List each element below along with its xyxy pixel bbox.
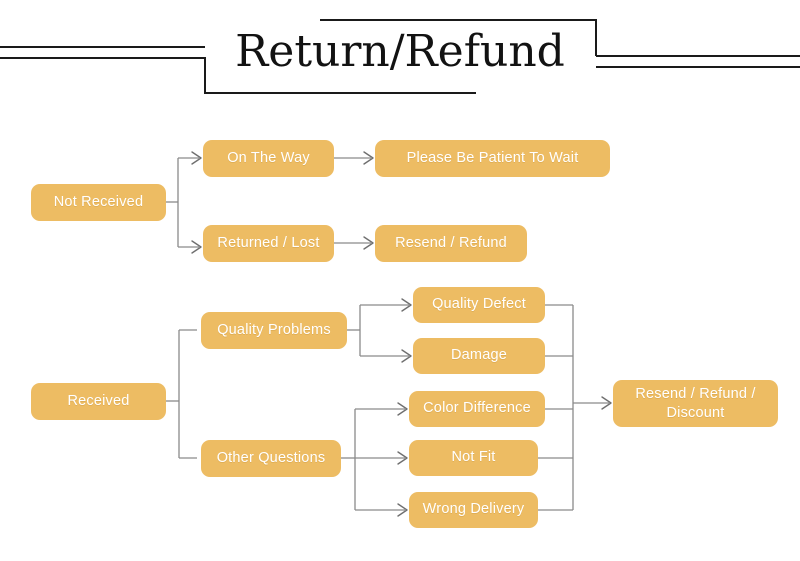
node-wrong-delivery[interactable]: Wrong Delivery bbox=[409, 492, 538, 528]
node-quality-problems[interactable]: Quality Problems bbox=[201, 312, 347, 349]
node-damage[interactable]: Damage bbox=[413, 338, 545, 374]
arrowhead-resend-refund bbox=[363, 236, 374, 250]
node-resend-refund-discount-line2: Discount bbox=[666, 404, 725, 421]
arrowhead-color-difference bbox=[397, 402, 408, 416]
arrowhead-returned-lost bbox=[191, 240, 202, 254]
arrowhead-resend-refund-discount bbox=[601, 396, 612, 410]
node-not-received[interactable]: Not Received bbox=[31, 184, 166, 221]
node-on-the-way[interactable]: On The Way bbox=[203, 140, 334, 177]
arrowhead-quality-defect bbox=[401, 298, 412, 312]
header-left-rule-lower bbox=[0, 57, 476, 94]
page-title: Return/Refund bbox=[235, 26, 565, 77]
node-returned-lost[interactable]: Returned / Lost bbox=[203, 225, 334, 262]
node-received[interactable]: Received bbox=[31, 383, 166, 420]
header-decoration bbox=[0, 19, 800, 94]
arrowhead-please-wait bbox=[363, 151, 374, 165]
node-resend-refund[interactable]: Resend / Refund bbox=[375, 225, 527, 262]
node-please-be-patient-to-wait[interactable]: Please Be Patient To Wait bbox=[375, 140, 610, 177]
arrowhead-damage bbox=[401, 349, 412, 363]
arrowheads bbox=[191, 151, 612, 517]
header-top-bracket-line bbox=[320, 19, 597, 56]
arrowhead-not-fit bbox=[397, 451, 408, 465]
node-other-questions[interactable]: Other Questions bbox=[201, 440, 341, 477]
node-resend-refund-discount-line1: Resend / Refund / bbox=[635, 386, 756, 403]
arrowhead-on-the-way bbox=[191, 151, 202, 165]
arrowhead-wrong-delivery bbox=[397, 503, 408, 517]
connectors bbox=[166, 157, 609, 511]
node-color-difference[interactable]: Color Difference bbox=[409, 391, 545, 427]
node-quality-defect[interactable]: Quality Defect bbox=[413, 287, 545, 323]
node-not-fit[interactable]: Not Fit bbox=[409, 440, 538, 476]
node-resend-refund-discount[interactable]: Resend / Refund / Discount bbox=[613, 380, 778, 427]
